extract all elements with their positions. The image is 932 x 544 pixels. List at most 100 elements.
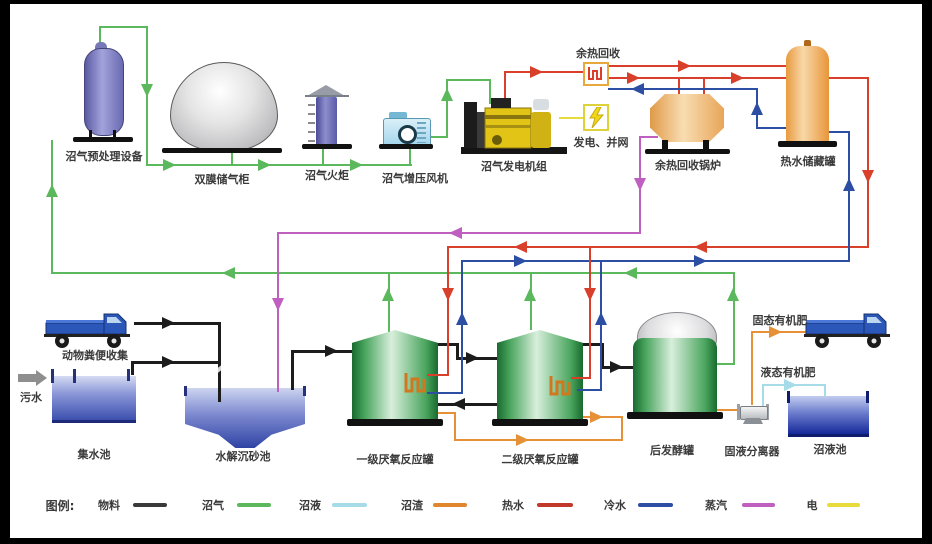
arrow-biogas-up-icon xyxy=(382,288,394,301)
equipment-base xyxy=(645,149,730,154)
pipe-material xyxy=(291,350,294,390)
label-sewage: 污水 xyxy=(20,391,42,404)
sewage-arrow-icon xyxy=(18,374,36,382)
sewage-arrowhead-icon xyxy=(36,370,47,386)
legend-swatch-hot-water xyxy=(537,503,573,507)
pipe-hot-water xyxy=(703,77,705,97)
arrow-residue-right-icon xyxy=(590,411,603,423)
arrow-hot-water-down-icon xyxy=(862,170,874,183)
fan-cap xyxy=(389,112,407,119)
slurry-pool xyxy=(788,396,869,437)
waste-heat-boiler xyxy=(650,94,724,142)
pipe-steam xyxy=(639,136,658,138)
flare-bar xyxy=(305,95,349,97)
anaerobic-reactor-2 xyxy=(497,330,583,422)
legend-swatch-material xyxy=(133,503,167,507)
label-solid-fertilizer: 固态有机肥 xyxy=(752,314,808,327)
pipe-biogas xyxy=(231,150,233,166)
pipe-hot-water xyxy=(504,72,506,102)
arrow-material-left-icon xyxy=(452,398,465,410)
pipe-cold-water xyxy=(600,260,602,391)
pipe-biogas xyxy=(446,79,448,138)
pipe-biogas xyxy=(146,164,412,166)
legend-swatch-cold-water xyxy=(638,503,673,507)
label-reactor1: 一级厌氧反应罐 xyxy=(356,453,434,466)
arrow-steam-left-icon xyxy=(449,227,462,239)
coil-icon xyxy=(588,67,602,80)
fertilizer-truck xyxy=(804,313,890,348)
heating-coil-icon xyxy=(549,376,571,396)
arrow-biogas-up-icon xyxy=(46,184,58,197)
arrow-material-right-icon xyxy=(162,356,175,368)
label-generator: 沼气发电机组 xyxy=(481,160,547,173)
arrow-biogas-left-icon xyxy=(222,267,235,279)
arrow-material-right-icon xyxy=(466,352,479,364)
arrow-hot-water-down-icon xyxy=(442,288,454,301)
equipment-base xyxy=(302,144,352,149)
pipe-cold-water xyxy=(848,131,850,262)
pipe-hot-water xyxy=(504,71,585,73)
pipe-hot-water xyxy=(427,374,448,376)
pipe-biogas xyxy=(733,272,735,365)
pipe-material xyxy=(218,322,221,402)
pipe-hot-water xyxy=(867,77,869,248)
legend-item-cold-water: 冷水 xyxy=(604,499,626,512)
pipe-biogas xyxy=(388,272,390,332)
pipe-cold-water xyxy=(608,88,758,90)
equipment-base xyxy=(778,141,837,147)
label-heat-recovery: 余热回收 xyxy=(576,47,620,60)
legend-swatch-biogas xyxy=(237,503,271,507)
label-fan: 沼气增压风机 xyxy=(382,172,448,185)
pipe-cold-water xyxy=(461,260,850,262)
label-flare: 沼气火炬 xyxy=(305,169,349,182)
arrow-hot-water-right-icon xyxy=(678,60,691,72)
pipe-hot-water xyxy=(589,246,591,379)
fan-inlet-icon xyxy=(398,125,417,144)
arrow-material-right-icon xyxy=(162,317,175,329)
legend-item-steam: 蒸汽 xyxy=(705,499,727,512)
anaerobic-reactor-1 xyxy=(352,330,438,422)
arrow-cold-water-up-icon xyxy=(595,312,607,325)
label-grid: 发电、并网 xyxy=(573,136,629,149)
label-reactor2: 二级厌氧反应罐 xyxy=(501,453,579,466)
arrow-biogas-down-icon xyxy=(141,84,153,97)
arrow-biogas-up-icon xyxy=(441,88,453,101)
legend-item-slurry: 沼液 xyxy=(299,499,321,512)
lightning-icon xyxy=(589,107,605,128)
label-slurry-pool: 沼液池 xyxy=(813,443,847,456)
arrow-biogas-up-icon xyxy=(524,288,536,301)
pipe-residue xyxy=(621,416,623,441)
hot-water-tank-vent xyxy=(804,40,811,47)
legend-swatch-slurry xyxy=(332,503,367,507)
arrow-residue-right-icon xyxy=(769,326,782,338)
pipe-cold-water xyxy=(427,392,462,394)
flare-tower xyxy=(316,97,337,146)
pretreatment-tank xyxy=(84,48,124,136)
pipe-material xyxy=(583,343,604,346)
pipe-biogas xyxy=(713,363,735,365)
pipe-cold-water xyxy=(461,260,463,394)
pipe-cold-water xyxy=(577,389,601,391)
boiler-leg xyxy=(703,140,709,150)
arrow-material-right-icon xyxy=(325,345,338,357)
pipe-hot-water xyxy=(447,246,449,376)
heating-coil-icon xyxy=(404,373,426,393)
arrow-cold-water-up-icon xyxy=(456,312,468,325)
separator-base xyxy=(743,418,763,424)
legend-title: 图例: xyxy=(45,499,75,513)
pipe-hot-water xyxy=(447,246,869,248)
arrow-biogas-left-icon xyxy=(624,267,637,279)
legend-item-electric: 电 xyxy=(806,499,818,512)
pipe-hot-water xyxy=(571,377,590,379)
pool-wall xyxy=(51,369,54,383)
hot-water-tank xyxy=(786,46,829,143)
pipe-cold-water xyxy=(829,131,850,133)
arrow-hot-water-right-icon xyxy=(731,72,744,84)
arrow-steam-down-icon xyxy=(634,178,646,191)
manure-truck xyxy=(44,313,130,348)
tank-leg xyxy=(89,130,92,140)
arrow-biogas-right-icon xyxy=(258,159,271,171)
pipe-steam xyxy=(277,232,279,392)
arrow-cold-water-left-icon xyxy=(631,83,644,95)
equipment-base xyxy=(492,419,588,426)
